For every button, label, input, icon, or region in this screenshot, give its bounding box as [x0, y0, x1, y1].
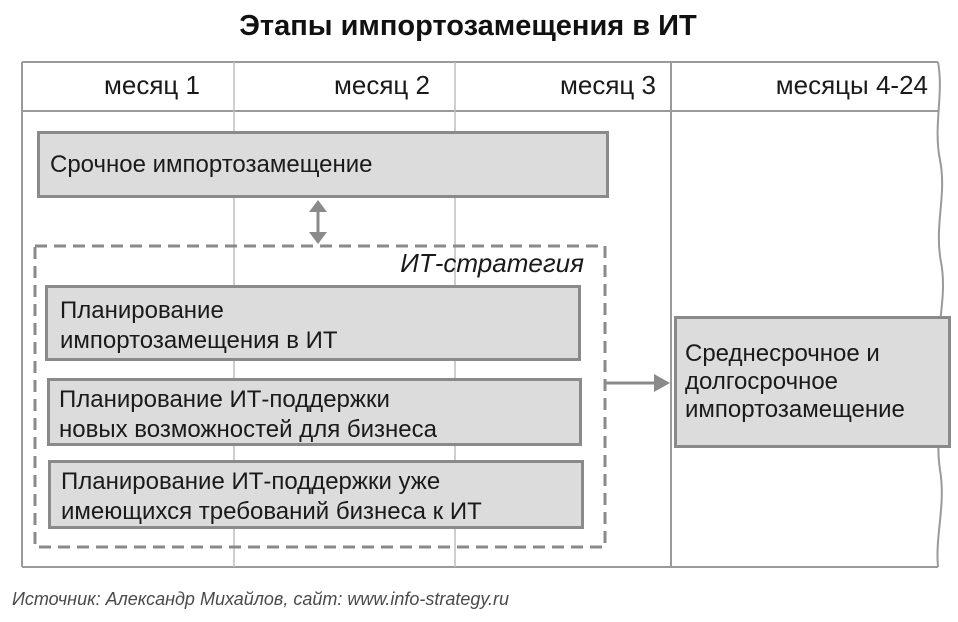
planning-box-line: импортозамещения в ИТ	[60, 327, 338, 354]
long-term-line: импортозамещение	[685, 396, 905, 423]
right-arrow	[606, 374, 670, 392]
planning-box-line: Планирование ИТ-поддержки уже	[61, 468, 441, 495]
long-term-line: Среднесрочное и	[685, 340, 880, 367]
urgent-substitution-box: Срочное импортозамещение	[37, 131, 609, 198]
planning-box-line: новых возможностей для бизнеса	[59, 416, 437, 443]
source-caption: Источник: Александр Михайлов, сайт: www.…	[12, 589, 510, 609]
planning-box-line: имеющихся требований бизнеса к ИТ	[61, 498, 482, 525]
planning-box-new-opportunities: Планирование ИТ-поддержки новых возможно…	[47, 378, 582, 446]
long-term-substitution-box: Среднесрочное и долгосрочное импортозаме…	[674, 316, 951, 448]
column-header-months-4-24: месяцы 4-24	[775, 70, 928, 100]
column-header-month-2: месяц 2	[334, 70, 430, 100]
planning-box-substitution: Планирование импортозамещения в ИТ	[45, 285, 581, 361]
long-term-line: долгосрочное	[685, 368, 839, 395]
urgent-substitution-label: Срочное импортозамещение	[50, 151, 373, 178]
column-header-month-1: месяц 1	[104, 70, 200, 100]
planning-box-line: Планирование ИТ-поддержки	[59, 386, 390, 413]
bidirectional-arrow	[309, 200, 327, 244]
strategy-group-frame	[33, 244, 607, 549]
planning-box-line: Планирование	[60, 297, 224, 324]
planning-box-existing-requirements: Планирование ИТ-поддержки уже имеющихся …	[48, 460, 584, 529]
column-header-month-3: месяц 3	[560, 70, 656, 100]
strategy-label: ИТ-стратегия	[400, 248, 584, 278]
diagram-title: Этапы импортозамещения в ИТ	[239, 10, 697, 42]
